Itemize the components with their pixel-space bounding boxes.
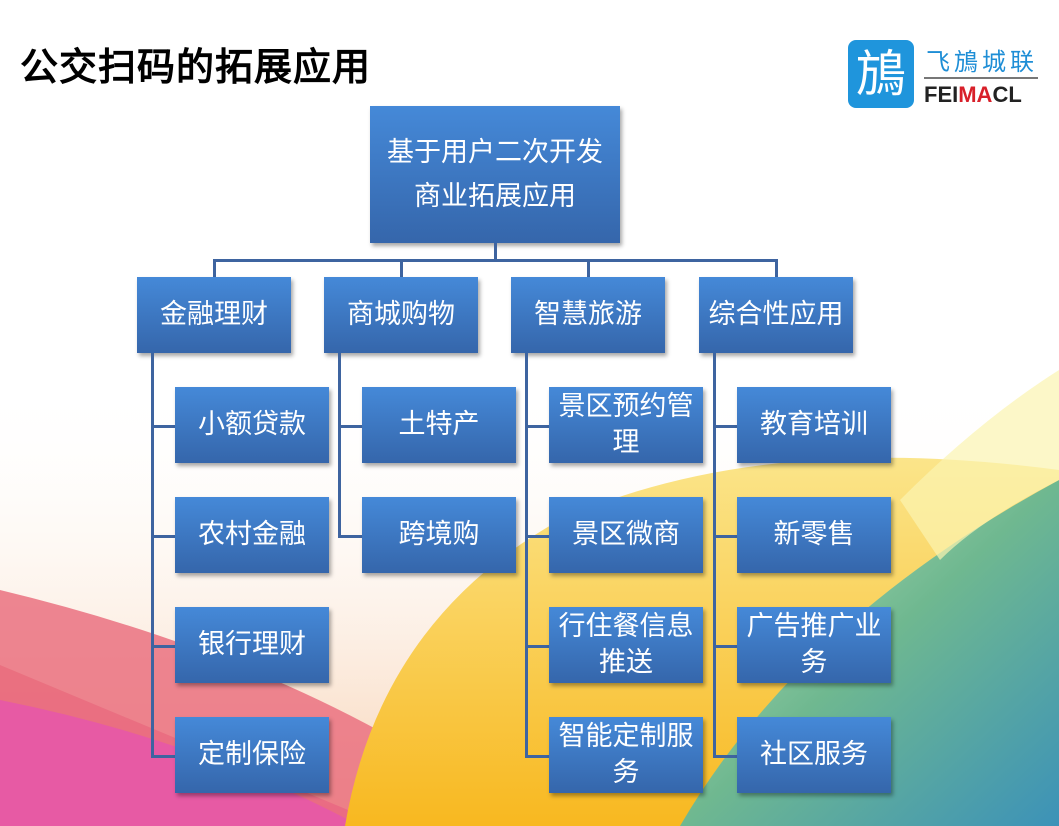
- feimacl-logo: 鴋 飞鴋城联 FEIMACL: [848, 40, 1040, 108]
- connector-children-trunk: [525, 353, 528, 757]
- child-node: 土特产: [362, 387, 516, 463]
- connector-child: [151, 425, 175, 428]
- connector-children-trunk: [151, 353, 154, 757]
- connector-bar: [213, 259, 778, 262]
- connector-child: [713, 425, 737, 428]
- connector-child: [151, 755, 175, 758]
- page-title: 公交扫码的拓展应用: [20, 45, 372, 89]
- connector-child: [713, 645, 737, 648]
- child-node: 定制保险: [175, 717, 329, 793]
- child-node: 智能定制服务: [549, 717, 703, 793]
- logo-chinese-name: 飞鴋城联: [926, 48, 1038, 76]
- child-node: 景区预约管理: [549, 387, 703, 463]
- category-node: 智慧旅游: [511, 277, 665, 353]
- connector-children-trunk: [713, 353, 716, 757]
- child-node: 景区微商: [549, 497, 703, 573]
- connector-child: [525, 535, 549, 538]
- logo-mark: 鴋: [848, 40, 914, 108]
- child-node: 行住餐信息推送: [549, 607, 703, 683]
- connector-child: [151, 535, 175, 538]
- connector-child: [338, 425, 362, 428]
- root-line-2: 商业拓展应用: [414, 180, 576, 212]
- child-node: 跨境购: [362, 497, 516, 573]
- logo-divider: [924, 77, 1038, 79]
- connector-child: [525, 425, 549, 428]
- connector-root: [494, 243, 497, 261]
- child-node: 教育培训: [737, 387, 891, 463]
- connector-child: [151, 645, 175, 648]
- root-line-1: 基于用户二次开发: [387, 136, 603, 168]
- child-node: 新零售: [737, 497, 891, 573]
- child-node: 社区服务: [737, 717, 891, 793]
- connector-category: [400, 259, 403, 277]
- child-node: 农村金融: [175, 497, 329, 573]
- connector-child: [525, 755, 549, 758]
- child-node: 小额贷款: [175, 387, 329, 463]
- category-node: 商城购物: [324, 277, 478, 353]
- connector-child: [338, 535, 362, 538]
- root-node: 基于用户二次开发 商业拓展应用: [370, 106, 620, 243]
- connector-child: [713, 535, 737, 538]
- connector-children-trunk: [338, 353, 341, 537]
- connector-category: [213, 259, 216, 277]
- logo-english-name: FEIMACL: [924, 82, 1022, 107]
- connector-child: [713, 755, 737, 758]
- connector-child: [525, 645, 549, 648]
- category-node: 金融理财: [137, 277, 291, 353]
- child-node: 广告推广业务: [737, 607, 891, 683]
- connector-category: [775, 259, 778, 277]
- category-node: 综合性应用: [699, 277, 853, 353]
- child-node: 银行理财: [175, 607, 329, 683]
- connector-category: [587, 259, 590, 277]
